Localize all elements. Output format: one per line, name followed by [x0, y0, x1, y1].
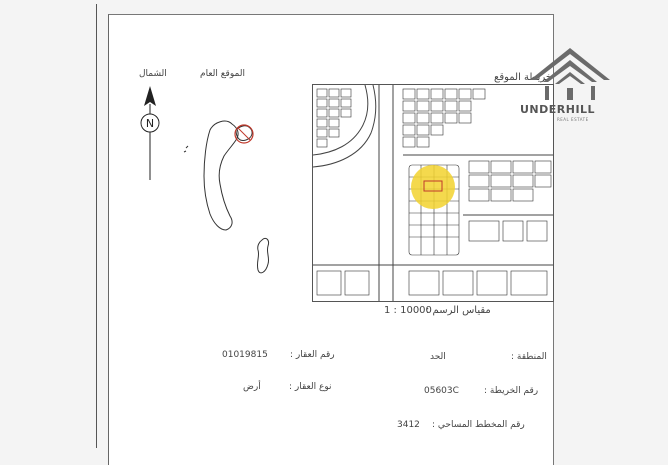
logo-tagline: REAL ESTATE — [557, 117, 589, 122]
underhill-logo-icon — [530, 48, 610, 100]
scale-label: مقياس الرسم : — [426, 305, 491, 316]
site-map-title: خريطة الموقع — [494, 72, 553, 83]
property-type-label: نوع العقار : — [289, 382, 332, 392]
survey-plan-label: رقم المخطط المساحي : — [432, 420, 525, 430]
map-number-label: رقم الخريطة : — [484, 386, 539, 396]
north-label: الشمال — [139, 69, 167, 79]
property-number-label: رقم العقار : — [290, 350, 335, 360]
location-marker-icon — [234, 124, 254, 144]
property-type-value: أرض — [243, 382, 261, 392]
north-letter: N — [146, 117, 154, 130]
bahrain-outline-map — [183, 120, 270, 274]
scan-edge-line — [96, 4, 97, 448]
general-location-title: الموقع العام — [200, 69, 245, 79]
survey-plan-value: 3412 — [397, 420, 420, 430]
plot-highlight-circle — [411, 165, 455, 209]
area-value: الحد — [430, 352, 446, 362]
site-plan-drawing — [313, 85, 553, 301]
site-plan-map — [312, 84, 554, 302]
area-label: المنطقة : — [511, 352, 547, 362]
map-number-value: 05603C — [424, 386, 459, 396]
scale-value: 1 : 10000 — [384, 305, 432, 316]
north-arrow-icon: N — [140, 86, 160, 180]
logo-brand-text: UNDERHILL — [520, 103, 596, 116]
property-number-value: 01019815 — [222, 350, 268, 360]
